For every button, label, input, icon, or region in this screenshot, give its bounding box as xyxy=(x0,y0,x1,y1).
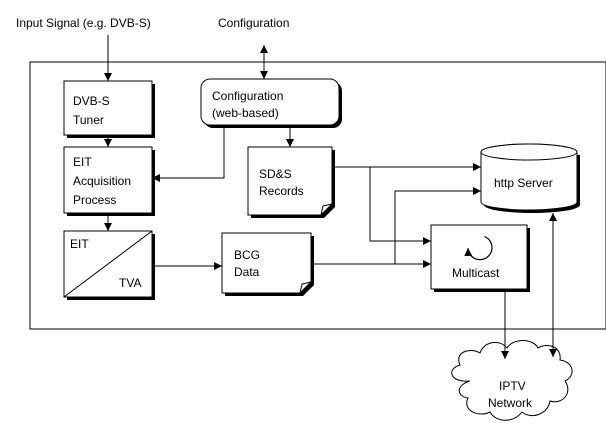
system-frame xyxy=(29,61,606,330)
sds-records-line1: SD&S xyxy=(259,167,292,181)
dvbs-tuner-line2: Tuner xyxy=(73,113,104,127)
iptv-network-line1: IPTV xyxy=(499,379,526,393)
arrow-bcg-to-http xyxy=(394,187,481,264)
eit-acquisition-line2: Acquisition xyxy=(73,174,131,188)
configuration-box-line2: (web-based) xyxy=(212,106,279,120)
bcg-data-line2: Data xyxy=(234,265,260,279)
sds-records-box xyxy=(247,146,333,216)
multicast-label: Multicast xyxy=(452,266,500,280)
multicast-cycle-icon xyxy=(464,235,493,261)
eit-acquisition-line1: EIT xyxy=(73,155,92,169)
configuration-top-label: Configuration xyxy=(218,16,289,30)
dvbs-tuner-line1: DVB-S xyxy=(73,94,110,108)
eit-tva-top-label: EIT xyxy=(70,237,89,251)
http-server-label: http Server xyxy=(494,176,553,190)
input-signal-label: Input Signal (e.g. DVB-S) xyxy=(16,16,151,30)
arrow-config-to-eit xyxy=(152,125,225,182)
bcg-data-box xyxy=(221,232,312,294)
eit-tva-divider xyxy=(63,230,153,298)
eit-acquisition-line3: Process xyxy=(73,193,116,207)
arrow-sds-to-multicast xyxy=(369,167,431,245)
eit-tva-bottom-label: TVA xyxy=(119,276,141,290)
iptv-network-line2: Network xyxy=(488,396,533,410)
bcg-data-line1: BCG xyxy=(234,248,260,262)
dvbs-tuner-box xyxy=(63,80,153,136)
configuration-box-line1: Configuration xyxy=(212,89,283,103)
configuration-box xyxy=(200,78,340,126)
multicast-box xyxy=(430,224,528,290)
iptv-network-cloud xyxy=(451,340,573,421)
sds-records-line2: Records xyxy=(259,184,304,198)
